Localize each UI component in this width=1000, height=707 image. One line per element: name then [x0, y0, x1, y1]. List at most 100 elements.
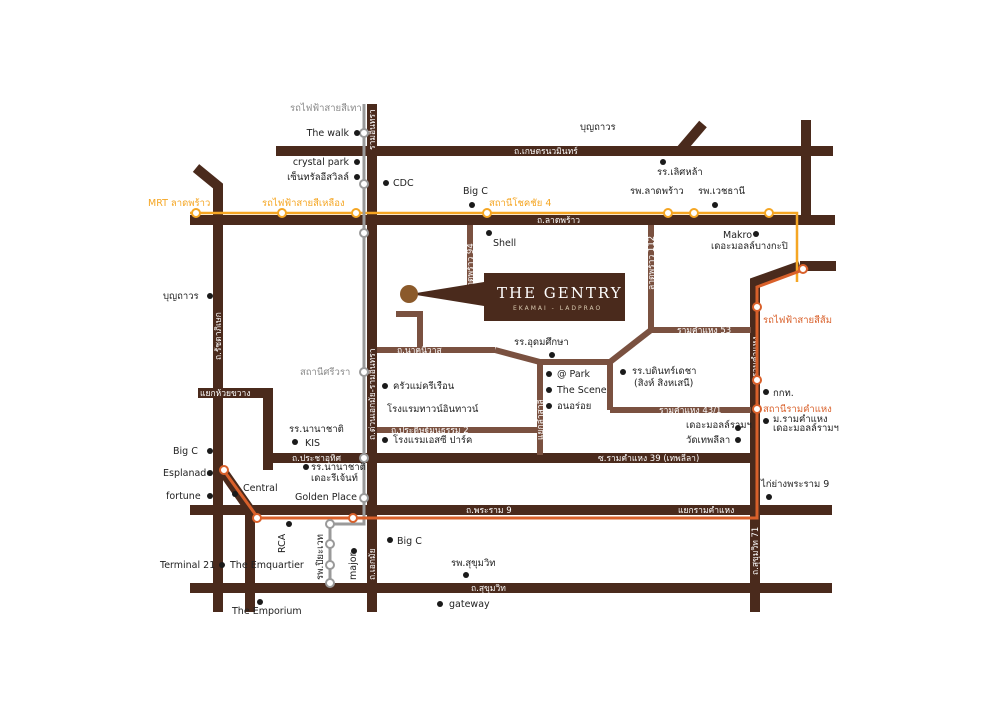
poi-label-boonthavorn-left[interactable]: บุญถาวร — [163, 291, 199, 302]
poi-label-wat-thepleela[interactable]: วัดเทพลีลา — [686, 434, 730, 446]
poi-label-emquartier[interactable]: The Emquartier — [229, 560, 304, 571]
project-marker[interactable]: THE GENTRY EKAMAI - LADPRAO — [400, 273, 625, 321]
poi-label-vejthani[interactable]: รพ.เวชธานี — [698, 185, 746, 197]
poi-label-kai-yang[interactable]: ไก่ย่างพระราม 9 — [760, 478, 829, 490]
poi-label-intl-school-1[interactable]: รร.นานาชาติ — [289, 424, 344, 435]
station-yellow-4[interactable] — [663, 208, 673, 218]
road-ladprao-northwest — [192, 164, 223, 220]
station-grey-10[interactable] — [325, 578, 335, 588]
poi-label-shell[interactable]: Shell — [493, 238, 516, 249]
poi-label-emporium[interactable]: The Emporium — [231, 606, 302, 617]
label-sukhumvit-71: ถ.สุขุมวิท 71 — [751, 527, 761, 575]
poi-label-sc-park[interactable]: โรงแรมเอสซี ปาร์ค — [393, 434, 472, 446]
station-sri-wara[interactable] — [359, 367, 369, 377]
station-grey-6[interactable] — [359, 493, 369, 503]
label-sukhumvit: ถ.สุขุมวิท — [471, 584, 506, 594]
station-orange-2[interactable] — [752, 302, 762, 312]
project-pin-icon — [400, 285, 418, 303]
poi-label-crystal-park[interactable]: crystal park — [293, 157, 350, 168]
poi-label-mall-ram-a[interactable]: เดอะมอลล์รามฯ — [686, 419, 752, 431]
station-orange-7[interactable] — [219, 465, 229, 475]
poi-label-sat[interactable]: กกท. — [773, 388, 794, 399]
poi-label-mall-bangkapi[interactable]: เดอะมอลล์บางกะปิ — [711, 240, 788, 252]
poi-label-anaroi[interactable]: อนอร่อย — [557, 401, 591, 412]
poi-label-fortune[interactable]: fortune — [166, 491, 201, 502]
poi-label-kis[interactable]: KIS — [305, 438, 320, 449]
station-orange-1[interactable] — [798, 264, 808, 274]
station-orange-5[interactable] — [252, 513, 262, 523]
station-ramkhamhaeng[interactable] — [752, 404, 762, 414]
poi-label-cdc[interactable]: CDC — [393, 178, 414, 189]
poi-label-the-scene[interactable]: The Scene — [556, 385, 607, 396]
poi-label-golden-place[interactable]: Golden Place — [295, 492, 357, 503]
poi-label-central-eastville[interactable]: เซ็นทรัลอีสวิลล์ — [287, 170, 349, 183]
poi-label-bodindecha[interactable]: รร.บดินทร์เดชา — [632, 365, 696, 377]
poi-dot-the-walk — [354, 130, 360, 136]
poi-label-gateway[interactable]: gateway — [449, 599, 490, 610]
poi-label-lertlah[interactable]: รร.เลิศหล้า — [657, 167, 703, 178]
orange-line — [220, 266, 809, 520]
poi-label-the-walk[interactable]: The walk — [306, 128, 350, 139]
poi-dot-central-rama9 — [232, 491, 238, 497]
poi-label-ram-university[interactable]: ม.รามคำแหง — [773, 414, 828, 425]
brand-title: THE GENTRY — [497, 284, 623, 302]
poi-dot-emporium — [257, 599, 263, 605]
poi-label-bigc-ladprao[interactable]: Big C — [463, 186, 488, 197]
poi-label-bodindecha-sub[interactable]: (สิงห์ สิงหเสนี) — [634, 377, 693, 389]
poi-label-ladprao-hospital[interactable]: รพ.ลาดพร้าว — [630, 186, 684, 197]
station-grey-5[interactable] — [359, 453, 369, 463]
poi-dot-ram-university — [763, 418, 769, 424]
poi-label-bigc-rama9[interactable]: Big C — [173, 446, 198, 457]
poi-label-udomsuksa[interactable]: รร.อุดมศึกษา — [514, 337, 569, 348]
label-ram-intersection: แยกรามคำแหง — [678, 506, 734, 516]
poi-dot-major — [351, 548, 357, 554]
poi-label-rca[interactable]: RCA — [277, 533, 288, 553]
station-grey-1[interactable] — [359, 128, 369, 138]
label-orange-line: รถไฟฟ้าสายสีส้ม — [763, 314, 832, 326]
poi-dot-sukhumvit-hospital — [463, 572, 469, 578]
label-ratchada: ถ.รัชดาภิเษก — [214, 312, 224, 360]
label-huai-khwang: แยกห้วยขวาง — [200, 388, 250, 399]
poi-label-at-park[interactable]: @ Park — [557, 369, 591, 380]
station-grey-2[interactable] — [359, 179, 369, 189]
poi-label-intl-school-2[interactable]: รร.นานาชาติ — [311, 462, 366, 473]
poi-dot-intl-school-2 — [303, 464, 309, 470]
poi-label-esplanade[interactable]: Esplanade — [163, 468, 212, 479]
poi-dot-udomsuksa — [549, 352, 555, 358]
poi-label-town-in-town[interactable]: โรงแรมทาวน์อินทาวน์ — [387, 403, 479, 415]
poi-dot-bigc-rama9 — [207, 448, 213, 454]
label-rama9: ถ.พระราม 9 — [466, 506, 512, 516]
station-yellow-1[interactable] — [277, 208, 287, 218]
station-yellow-6[interactable] — [764, 208, 774, 218]
poi-dot-fortune — [207, 493, 213, 499]
poi-dot-bigc-ekamai — [387, 537, 393, 543]
station-chokchai[interactable] — [482, 208, 492, 218]
poi-label-the-regent[interactable]: เดอะรีเจ้นท์ — [311, 472, 358, 484]
poi-label-mall-ram-b[interactable]: เดอะมอลล์รามฯ — [773, 422, 839, 434]
station-grey-9[interactable] — [325, 560, 335, 570]
poi-label-central-rama9[interactable]: Central — [243, 483, 278, 494]
station-mrt-ladprao[interactable] — [191, 208, 201, 218]
label-ram-39: ซ.รามคำแหง 39 (เทพลีลา) — [598, 453, 699, 464]
station-orange-3[interactable] — [752, 375, 762, 385]
minor-roads — [377, 225, 751, 455]
poi-dot-vejthani — [712, 202, 718, 208]
poi-label-sukhumvit-hospital[interactable]: รพ.สุขุมวิท — [451, 558, 496, 569]
poi-label-terminal21[interactable]: Terminal 21 — [159, 560, 215, 571]
poi-dot-krua-mae — [382, 383, 388, 389]
poi-label-krua-mae[interactable]: ครัวแม่ครีเรือน — [393, 380, 455, 392]
poi-label-major[interactable]: major — [348, 552, 359, 580]
station-grey-7[interactable] — [325, 519, 335, 529]
poi-label-boonthavorn-top[interactable]: บุญถาวร — [580, 122, 616, 133]
poi-label-bigc-ekamai[interactable]: Big C — [397, 536, 422, 547]
poi-dot-bigc-ladprao — [469, 202, 475, 208]
station-orange-6[interactable] — [348, 513, 358, 523]
poi-label-piyavate[interactable]: รพ.ปิยะเวท — [315, 534, 326, 580]
poi-dot-rca — [286, 521, 292, 527]
station-yellow-2[interactable] — [351, 208, 361, 218]
station-yellow-5[interactable] — [689, 208, 699, 218]
poi-label-makro[interactable]: Makro — [723, 230, 752, 241]
station-grey-8[interactable] — [325, 539, 335, 549]
poi-dot-the-scene — [546, 387, 552, 393]
station-grey-3[interactable] — [359, 228, 369, 238]
